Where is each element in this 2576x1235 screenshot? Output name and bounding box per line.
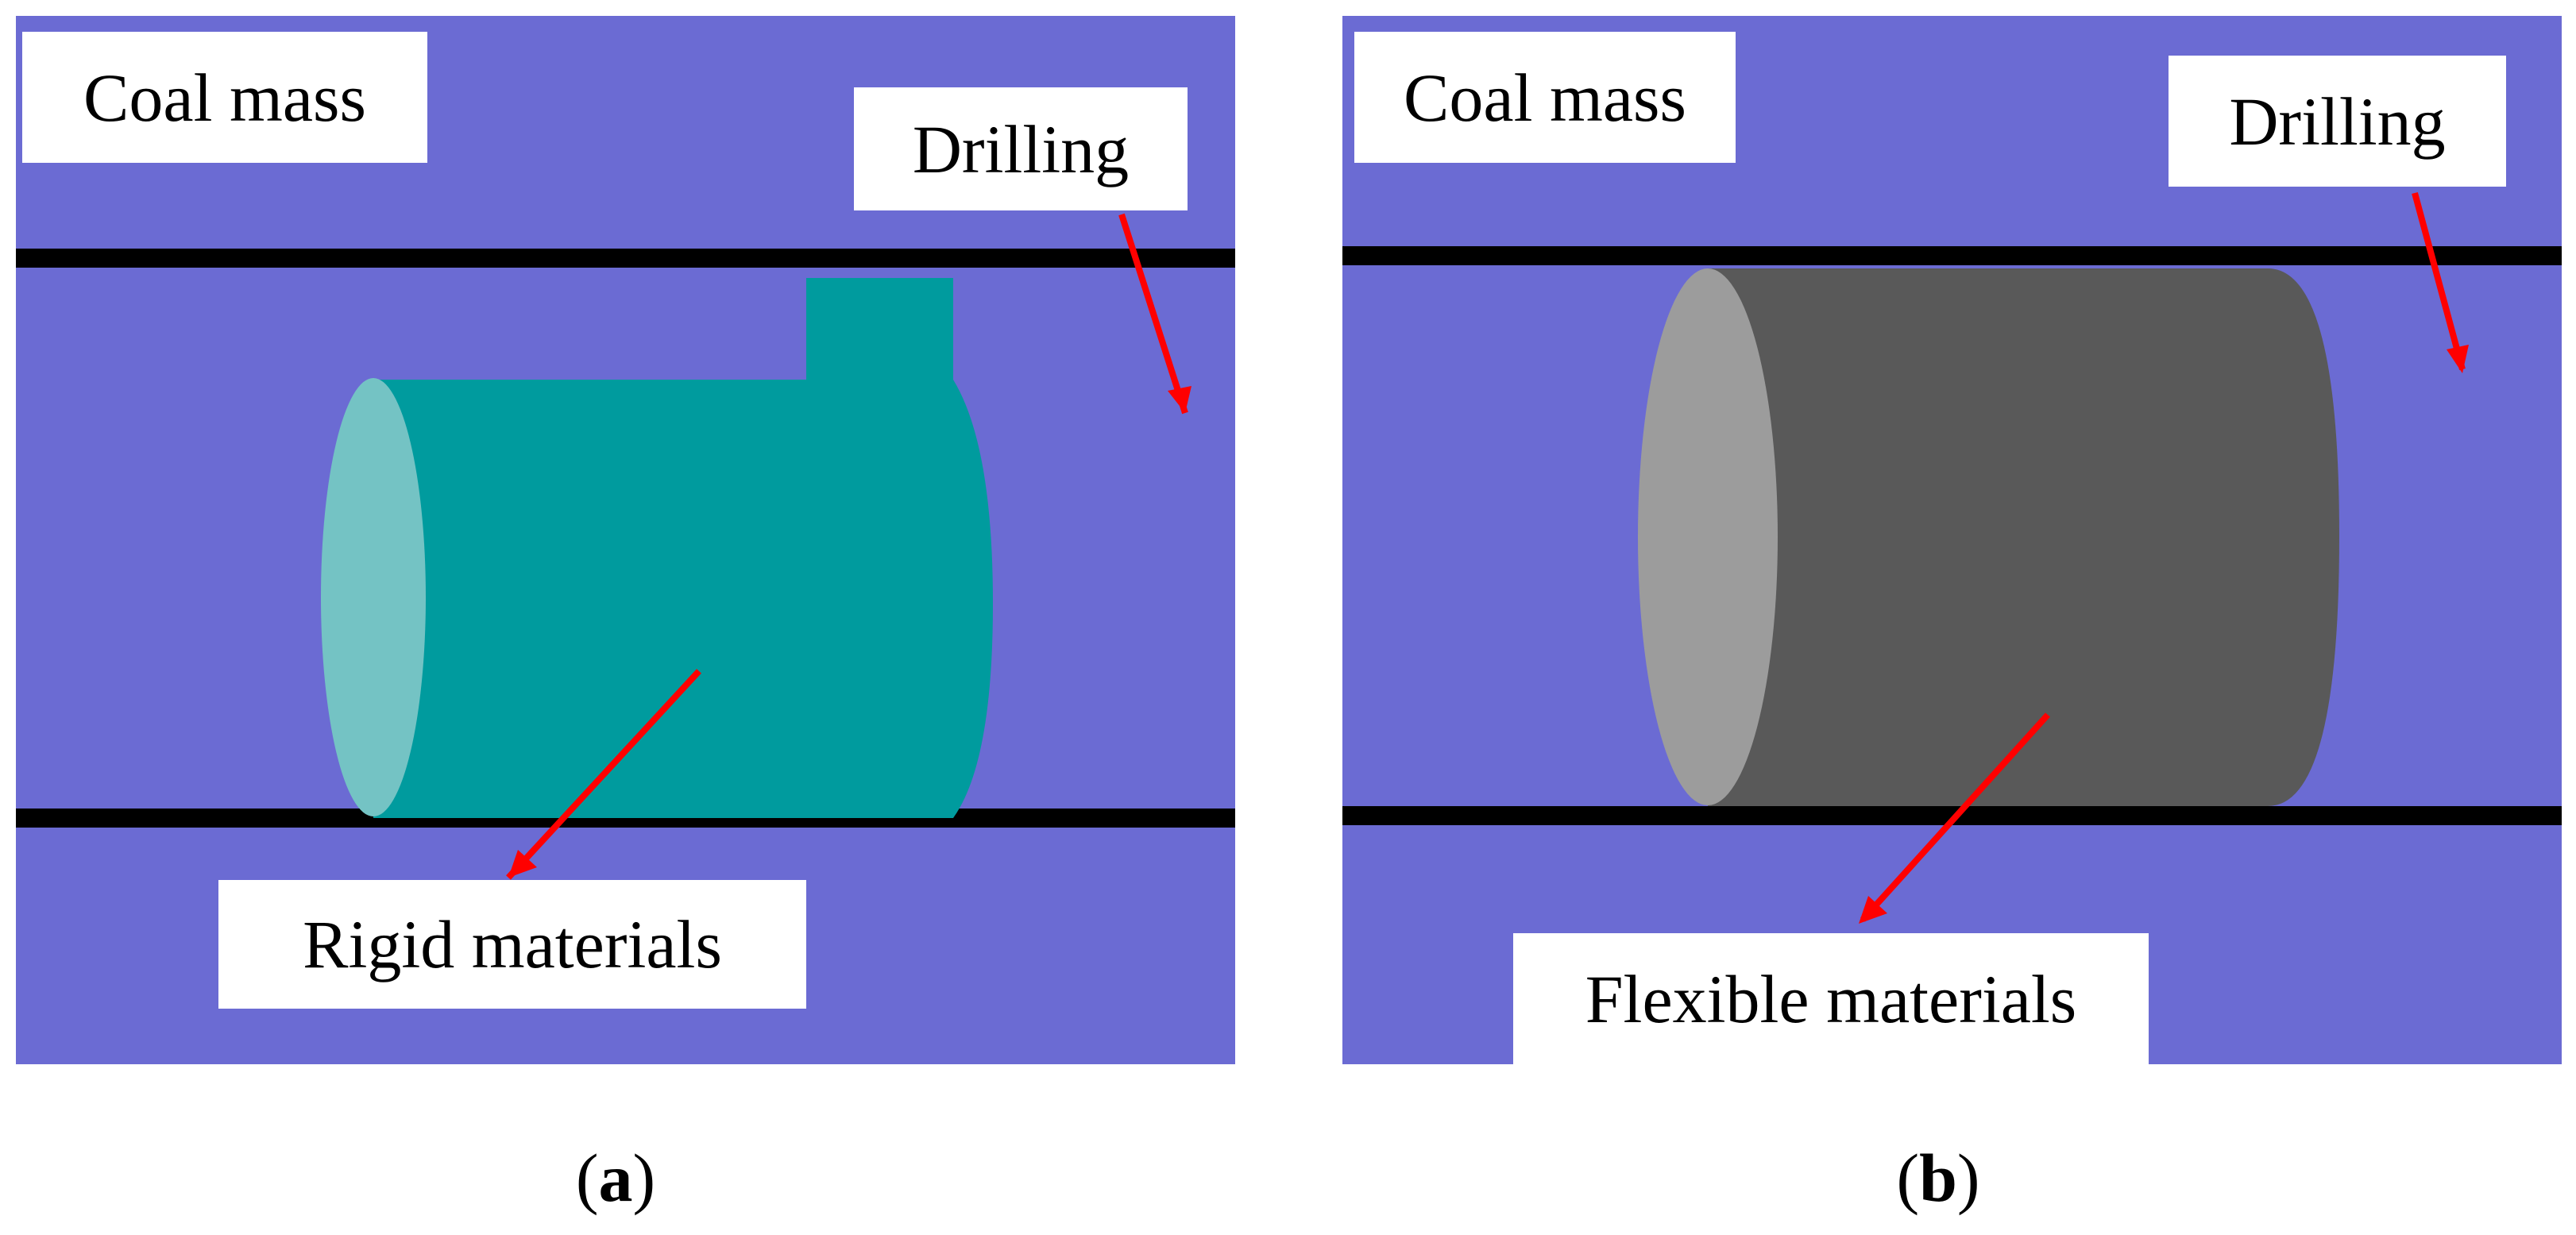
- flexible-materials-arrow: [1860, 712, 2050, 922]
- rigid-materials-arrow: [506, 669, 701, 880]
- flexible-materials-label: Flexible materials: [1513, 933, 2149, 1064]
- panel-b: [1342, 16, 2562, 1064]
- drilling-arrow-b: [2412, 191, 2466, 371]
- rigid-arrowhead: [508, 850, 537, 878]
- rigid-cylinder-face: [321, 378, 426, 816]
- coal-mass-label-b: Coal mass: [1354, 32, 1736, 163]
- coal-mass-label-a: Coal mass: [22, 32, 427, 163]
- rigid-materials-label: Rigid materials: [218, 880, 806, 1009]
- flexible-cylinder: [1638, 268, 2339, 806]
- flexible-cylinder-face: [1638, 268, 1778, 805]
- flexible-cylinder-body: [1708, 268, 2339, 806]
- rigid-cylinder-knob: [806, 278, 953, 383]
- drilling-label-a: Drilling: [854, 87, 1188, 210]
- caption-a: (a): [575, 1140, 656, 1216]
- flexible-arrowhead: [1859, 896, 1887, 924]
- rigid-cylinder: [321, 278, 993, 818]
- drilling-label-b: Drilling: [2169, 56, 2506, 187]
- drilling-arrowhead-a: [1168, 386, 1191, 413]
- rigid-cylinder-body: [373, 380, 993, 818]
- drilling-arrow-a: [1118, 213, 1188, 415]
- drilling-arrowhead-b: [2447, 345, 2469, 373]
- caption-b: (b): [1896, 1140, 1980, 1216]
